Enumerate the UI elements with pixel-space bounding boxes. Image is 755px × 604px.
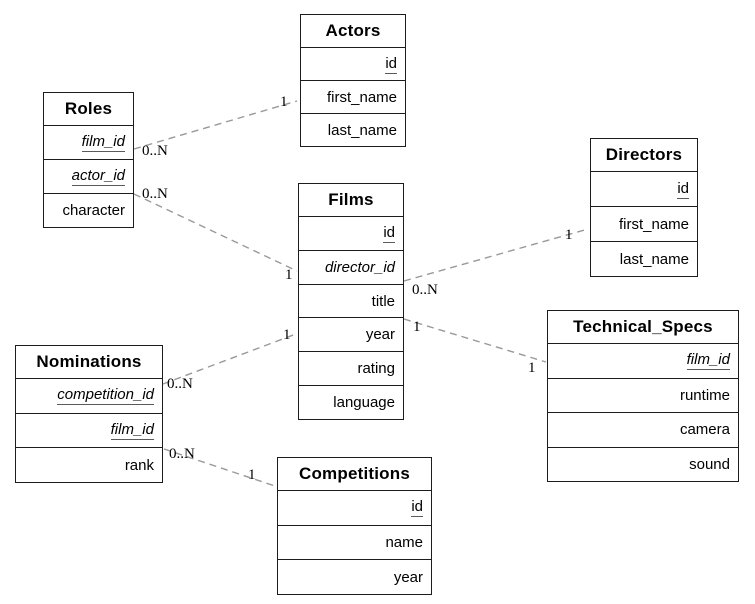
- entity-field: name: [278, 526, 431, 561]
- entity-roles: Roles film_id actor_id character: [43, 92, 134, 228]
- field-label: camera: [679, 421, 730, 439]
- cardinality-label: 1: [248, 467, 256, 483]
- field-label: competition_id: [57, 386, 154, 406]
- cardinality-label: 0..N: [169, 446, 195, 462]
- entity-field: first_name: [301, 81, 405, 114]
- entity-field: character: [44, 194, 133, 227]
- entity-field: sound: [548, 448, 738, 482]
- entity-field: id: [591, 172, 697, 207]
- field-label: rating: [357, 360, 395, 378]
- cardinality-label: 1: [528, 360, 536, 376]
- field-label: rank: [124, 456, 154, 474]
- entity-competitions: Competitions id name year: [277, 457, 432, 595]
- entity-field: competition_id: [16, 379, 162, 414]
- field-label: sound: [689, 455, 730, 473]
- entity-field: film_id: [548, 344, 738, 379]
- entity-field: year: [299, 318, 403, 353]
- entity-title: Films: [299, 184, 403, 217]
- field-label: id: [385, 54, 397, 74]
- field-label: film_id: [686, 351, 730, 371]
- entity-title: Roles: [44, 93, 133, 126]
- cardinality-label: 1: [413, 319, 421, 335]
- field-label: character: [62, 202, 125, 219]
- entity-field: language: [299, 386, 403, 419]
- entity-films: Films id director_id title year rating l…: [298, 183, 404, 420]
- cardinality-label: 0..N: [167, 376, 193, 392]
- field-label: id: [383, 223, 395, 243]
- relationship-line-films-directors: [403, 228, 589, 282]
- entity-field: title: [299, 285, 403, 319]
- entity-title: Competitions: [278, 458, 431, 491]
- entity-field: rank: [16, 448, 162, 482]
- entity-actors: Actors id first_name last_name: [300, 14, 406, 147]
- cardinality-label: 1: [285, 267, 293, 283]
- cardinality-label: 1: [283, 327, 291, 343]
- entity-field: camera: [548, 413, 738, 448]
- field-label: first_name: [618, 215, 689, 233]
- entity-field: rating: [299, 352, 403, 387]
- entity-field: id: [301, 48, 405, 81]
- field-label: id: [677, 179, 689, 199]
- entity-field: runtime: [548, 379, 738, 413]
- field-label: first_name: [326, 88, 397, 106]
- relationship-line-roles-films: [133, 193, 298, 272]
- relationship-line-films-technical-specs: [403, 318, 547, 363]
- field-label: language: [333, 394, 395, 412]
- entity-field: year: [278, 560, 431, 594]
- relationship-line-roles-actors: [133, 100, 298, 150]
- field-label: title: [371, 292, 395, 310]
- entity-field: id: [299, 217, 403, 251]
- field-label: id: [411, 498, 423, 518]
- field-label: film_id: [81, 133, 125, 152]
- entity-field: actor_id: [44, 160, 133, 194]
- field-label: runtime: [679, 386, 730, 404]
- entity-field: last_name: [301, 114, 405, 146]
- entity-field: film_id: [16, 414, 162, 449]
- field-label: actor_id: [71, 167, 125, 186]
- entity-title: Actors: [301, 15, 405, 48]
- field-label: film_id: [110, 421, 154, 440]
- entity-field: film_id: [44, 126, 133, 160]
- entity-directors: Directors id first_name last_name: [590, 138, 698, 277]
- entity-field: last_name: [591, 242, 697, 276]
- entity-title: Directors: [591, 139, 697, 172]
- field-label: last_name: [327, 121, 397, 139]
- entity-nominations: Nominations competition_id film_id rank: [15, 345, 163, 483]
- cardinality-label: 1: [280, 94, 288, 110]
- cardinality-label: 0..N: [142, 143, 168, 159]
- cardinality-label: 0..N: [142, 186, 168, 202]
- field-label: year: [393, 568, 423, 586]
- entity-title: Nominations: [16, 346, 162, 379]
- field-label: name: [385, 534, 423, 551]
- cardinality-label: 1: [565, 227, 573, 243]
- entity-technical-specs: Technical_Specs film_id runtime camera s…: [547, 310, 739, 482]
- entity-field: id: [278, 491, 431, 526]
- cardinality-label: 0..N: [412, 282, 438, 298]
- entity-field: director_id: [299, 251, 403, 285]
- field-label: last_name: [619, 250, 689, 268]
- entity-title: Technical_Specs: [548, 311, 738, 344]
- entity-field: first_name: [591, 207, 697, 242]
- field-label: year: [365, 326, 395, 344]
- field-label: director_id: [324, 258, 395, 276]
